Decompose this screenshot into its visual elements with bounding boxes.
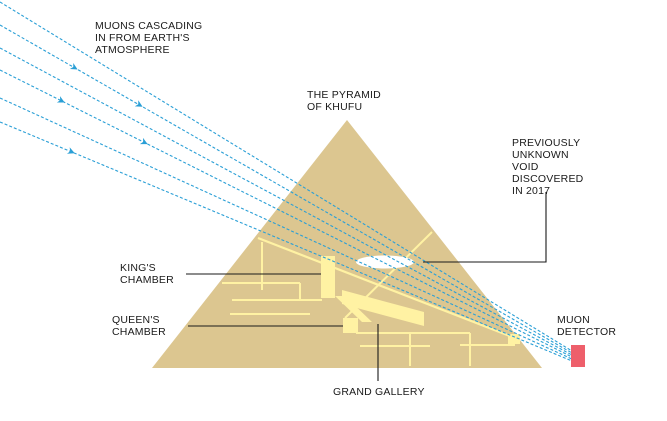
kings-chamber-label-line: KING'S [120, 262, 156, 274]
lower-chamber-block [508, 334, 520, 344]
void-label-line: VOID [512, 161, 539, 173]
muons-label-line: ATMOSPHERE [95, 44, 170, 56]
void-label-line: UNKNOWN [512, 149, 569, 161]
muons-label-line: IN FROM EARTH'S [95, 32, 190, 44]
muon-ray [0, 121, 573, 362]
muon-arrow-icon [139, 137, 148, 145]
pyramid-label-line: OF KHUFU [307, 101, 363, 113]
muons-label: MUONS CASCADING IN FROM EARTH'S ATMOSPHE… [95, 20, 202, 56]
muon-arrow-icon [69, 62, 78, 70]
void-label-line: DISCOVERED [512, 173, 584, 185]
void-label: PREVIOUSLY UNKNOWN VOID DISCOVERED IN 20… [512, 137, 583, 197]
internal-passages [222, 231, 521, 366]
muon-arrow-icon [134, 100, 143, 107]
chambers [321, 256, 520, 344]
void-leader [423, 192, 547, 263]
pyramid-body [152, 120, 542, 368]
queens-chamber-block [343, 318, 358, 333]
queens-chamber-label-line: QUEEN'S [112, 314, 160, 326]
muon-arrow-icon [66, 147, 75, 154]
queens-chamber-label-line: CHAMBER [112, 326, 166, 338]
leader-lines [186, 192, 547, 381]
queens-chamber-label: QUEEN'S CHAMBER [112, 314, 166, 338]
muon-detector-box [571, 345, 585, 367]
grand-gallery-band [342, 290, 424, 326]
detector-label: MUON DETECTOR [557, 314, 616, 338]
pyramid-label-line: THE PYRAMID [307, 89, 381, 101]
muon-ray [0, 69, 573, 358]
muon-ray [0, 1, 573, 352]
grand-gallery-label-text: GRAND GALLERY [333, 386, 425, 398]
muon-rays [0, 1, 573, 362]
detector-label-line: MUON [557, 314, 590, 326]
void-label-line: PREVIOUSLY [512, 137, 581, 149]
void-label-line: IN 2017 [512, 185, 551, 197]
detector-label-line: DETECTOR [557, 326, 617, 338]
muon-arrow-icon [56, 96, 65, 103]
ascending-passage [335, 296, 372, 322]
muon-ray [0, 47, 573, 356]
kings-chamber-block [321, 256, 335, 298]
kings-chamber-label-line: CHAMBER [120, 274, 174, 286]
grand-gallery-label: GRAND GALLERY [333, 386, 425, 398]
pyramid-label: THE PYRAMID OF KHUFU [307, 89, 381, 113]
kings-chamber-label: KING'S CHAMBER [120, 262, 174, 286]
muons-label-line: MUONS CASCADING [95, 20, 203, 32]
void-ellipse [356, 255, 414, 269]
